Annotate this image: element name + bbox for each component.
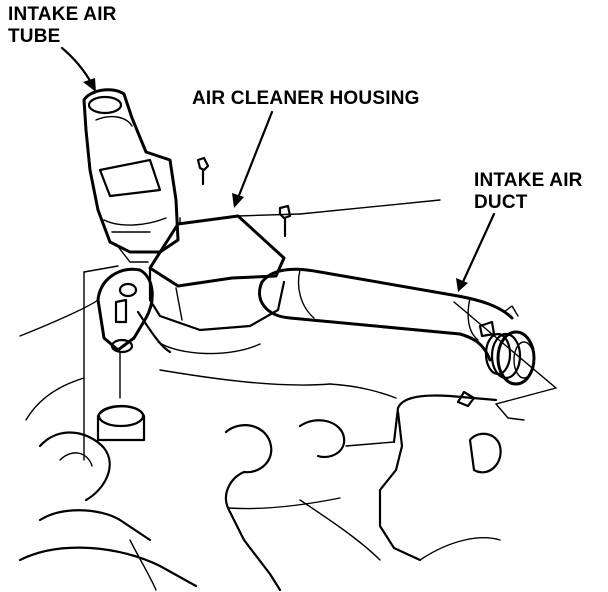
leader-arrow-intake-air-duct (456, 212, 496, 292)
lower-engine-details (18, 299, 525, 592)
leader-arrow-intake-air-tube (60, 46, 96, 92)
label-intake-air-tube-line2: TUBE (8, 26, 61, 47)
label-intake-air-duct: INTAKE AIR DUCT (474, 170, 583, 214)
bolt-left (196, 156, 210, 186)
label-intake-air-tube: INTAKE AIR TUBE (8, 4, 117, 48)
label-intake-air-duct-line1: INTAKE AIR (474, 170, 583, 191)
label-intake-air-duct-line2: DUCT (474, 192, 528, 213)
bolt-right (278, 204, 292, 238)
label-air-cleaner-housing: AIR CLEANER HOUSING (192, 88, 420, 109)
leader-arrow-air-cleaner-housing (232, 110, 274, 208)
bracket-assembly-drawing (83, 265, 154, 461)
label-intake-air-tube-line1: INTAKE AIR (8, 4, 117, 25)
intake-air-duct-drawing (258, 267, 557, 405)
intake-air-tube-drawing (82, 88, 180, 263)
air-cleaner-housing-drawing (136, 199, 441, 355)
